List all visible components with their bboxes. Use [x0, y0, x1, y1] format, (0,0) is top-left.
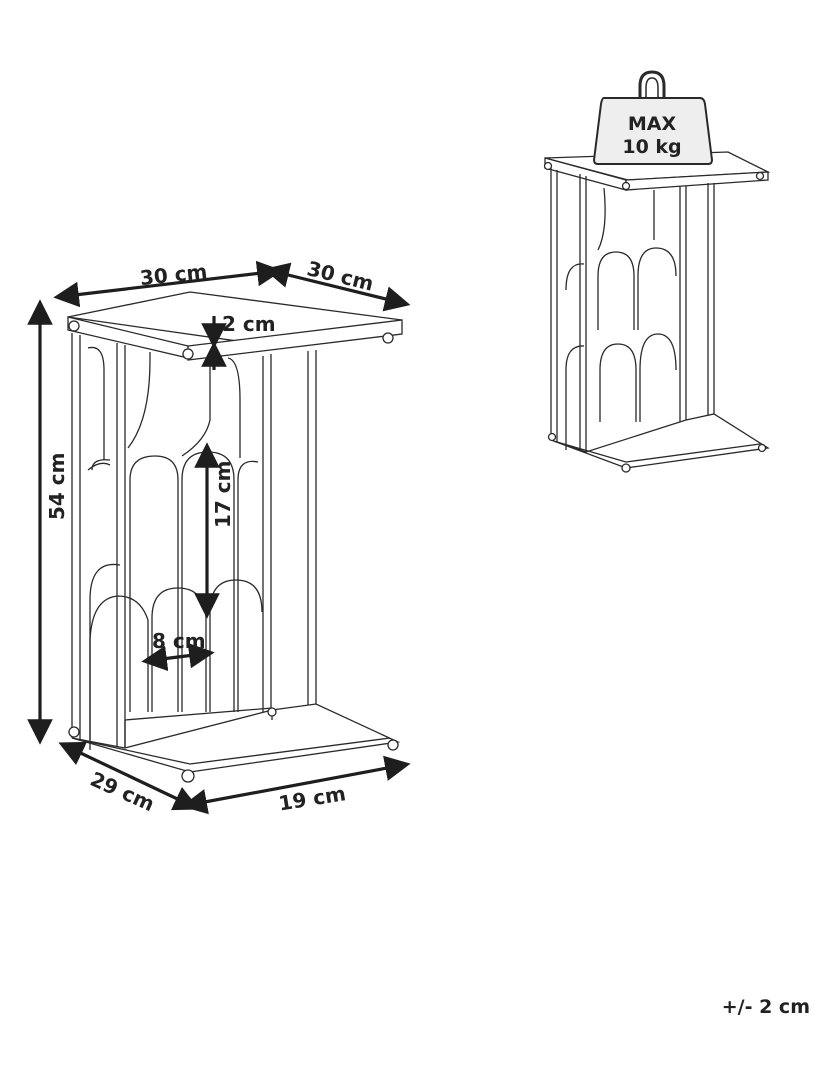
weight-icon [592, 70, 714, 165]
base-frame [71, 703, 401, 773]
small-table-drawing [543, 151, 771, 473]
arch-width-label: 8 cm [152, 629, 206, 653]
tolerance-note: +/- 2 cm [721, 996, 810, 1018]
dimension-arrows [27, 260, 411, 815]
top-depth-label: 30 cm [305, 256, 376, 296]
frame-posts [71, 333, 317, 748]
weight-limit-line1: MAX [628, 113, 677, 135]
arch-height-label: 17 cm [211, 461, 235, 529]
arch-panel [87, 346, 263, 750]
height-label: 54 cm [45, 453, 69, 521]
weight-limit-line2: 10 kg [622, 136, 681, 158]
top-thickness-label: 2 cm [222, 312, 276, 336]
top-width-label: 30 cm [139, 259, 209, 290]
main-table-drawing [67, 291, 403, 783]
